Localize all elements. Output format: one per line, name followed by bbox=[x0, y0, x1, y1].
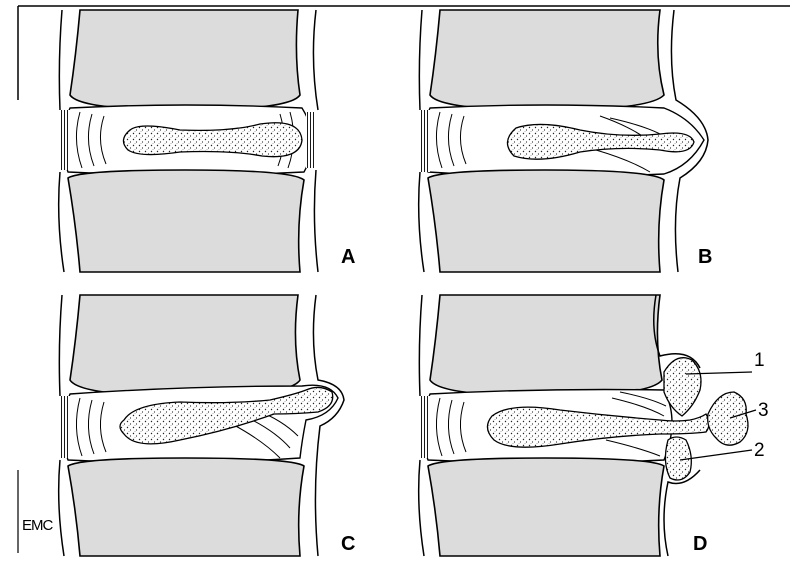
posterior-ligament-hatch bbox=[306, 112, 315, 168]
emc-watermark: EMC bbox=[22, 517, 54, 534]
panel-label-a: A bbox=[341, 246, 355, 268]
posterior-ligament bbox=[313, 295, 344, 556]
panel-label-d: D bbox=[693, 533, 707, 555]
anterior-ligament-hatch bbox=[420, 110, 430, 172]
upper-vertebra bbox=[70, 295, 300, 396]
callout-2: 2 bbox=[754, 440, 765, 461]
panel-label-c: C bbox=[341, 533, 355, 555]
anterior-ligament-hatch bbox=[60, 396, 70, 458]
callout-3: 3 bbox=[758, 400, 769, 421]
anterior-ligament-hatch bbox=[420, 396, 430, 458]
upper-vertebra bbox=[70, 10, 300, 110]
lower-vertebra bbox=[428, 458, 664, 556]
lower-vertebra bbox=[428, 170, 664, 272]
panel-label-b: B bbox=[698, 246, 712, 268]
lower-vertebra bbox=[68, 458, 304, 556]
panel-c: C bbox=[59, 295, 356, 556]
upper-vertebra bbox=[430, 10, 664, 110]
sequestered-fragment bbox=[708, 392, 748, 445]
panel-a: A bbox=[59, 10, 356, 272]
panel-b: B bbox=[419, 10, 713, 272]
callout-1: 1 bbox=[754, 350, 765, 371]
lower-vertebra bbox=[68, 170, 304, 272]
panel-d: 1 3 2 D bbox=[419, 295, 769, 556]
anterior-ligament-hatch bbox=[60, 110, 70, 170]
upper-vertebra bbox=[430, 295, 662, 396]
